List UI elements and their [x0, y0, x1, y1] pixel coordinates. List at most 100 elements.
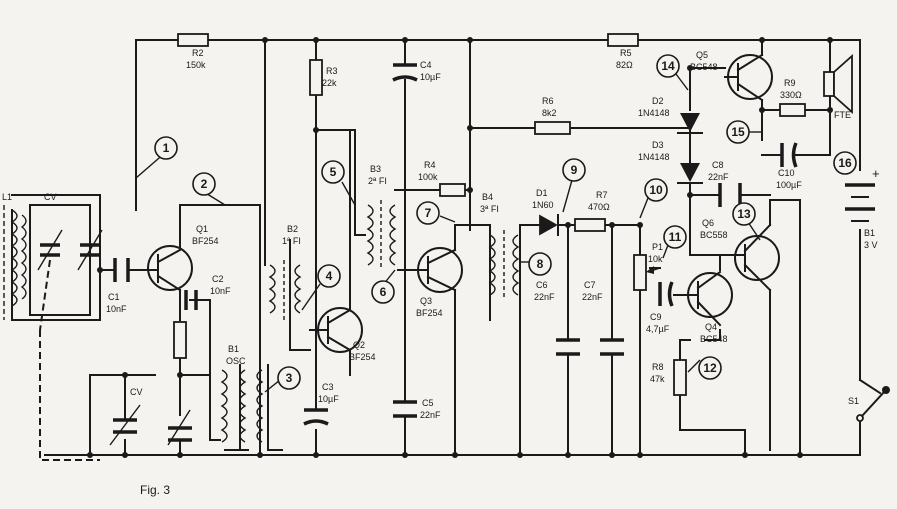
callout-7-label: 7 — [425, 206, 432, 220]
r9-resistor: R9 330Ω — [779, 78, 806, 117]
c9-capacitor: C9 4,7µF — [646, 281, 674, 334]
q1-ref: Q1 — [196, 224, 208, 234]
c5-capacitor: C5 22nF — [393, 398, 441, 420]
c7-ref: C7 — [584, 280, 596, 290]
c5-value: 22nF — [420, 410, 441, 420]
battery-icon: + B1 3 V — [845, 166, 880, 250]
r3-resistor: R3 22k — [309, 59, 338, 96]
callout-2 — [192, 172, 216, 196]
callout-6-label: 6 — [380, 285, 387, 299]
d3-diode: D3 1N4148 — [638, 140, 703, 184]
r8-value: 47k — [650, 374, 665, 384]
callouts: 1 2 3 4 5 6 7 8 9 10 11 12 — [135, 54, 857, 393]
c6-ref: C6 — [536, 280, 548, 290]
b1-value: OSC — [226, 356, 246, 366]
b3-value: 2ª FI — [368, 176, 387, 186]
l1-label: L1 — [2, 192, 12, 202]
callout-14 — [656, 54, 680, 78]
r7-ref: R7 — [596, 190, 608, 200]
c1-ref: C1 — [108, 292, 120, 302]
c3-ref: C3 — [322, 382, 334, 392]
callout-2-label: 2 — [201, 177, 208, 191]
r8-ref: R8 — [652, 362, 664, 372]
callout-14-label: 14 — [661, 59, 675, 73]
q6-ref: Q6 — [702, 218, 714, 228]
callout-9 — [562, 158, 586, 182]
q5-value: BC548 — [690, 62, 718, 72]
callout-9-label: 9 — [571, 163, 578, 177]
d1-value: 1N60 — [532, 200, 554, 210]
d2-value: 1N4148 — [638, 108, 670, 118]
battery-plus: + — [872, 166, 880, 181]
r9-value: 330Ω — [780, 90, 802, 100]
callout-12-label: 12 — [703, 361, 717, 375]
c4-capacitor: C4 10µF — [392, 60, 441, 82]
battery-value: 3 V — [864, 240, 878, 250]
d3-ref: D3 — [652, 140, 664, 150]
q6-value: BC558 — [700, 230, 728, 240]
callout-3-label: 3 — [286, 371, 293, 385]
q4-ref: Q4 — [705, 322, 717, 332]
q1-transistor: Q1 BF254 — [147, 224, 219, 292]
c3-value: 10µF — [318, 394, 339, 404]
callout-16-label: 16 — [838, 156, 852, 170]
r6-ref: R6 — [542, 96, 554, 106]
callout-7 — [416, 201, 440, 225]
d1-diode: D1 1N60 — [532, 188, 559, 236]
b4-value: 3ª FI — [480, 204, 499, 214]
p1-value: 10k — [648, 254, 663, 264]
callout-8-label: 8 — [537, 257, 544, 271]
c4-value: 10µF — [420, 72, 441, 82]
c8-ref: C8 — [712, 160, 724, 170]
r8-resistor: R8 47k — [650, 359, 687, 396]
b2-ref: B2 — [287, 224, 298, 234]
b2-value: 1ª FI — [282, 236, 301, 246]
q2-value: BF254 — [349, 352, 376, 362]
callout-3 — [277, 366, 301, 390]
r4-resistor: R4 100k — [418, 160, 466, 197]
b2-if-transformer: B2 1ª FI — [268, 224, 302, 320]
callout-1 — [154, 136, 178, 160]
callout-15 — [726, 120, 750, 144]
d2-diode: D2 1N4148 — [638, 96, 703, 151]
figure-caption: Fig. 3 — [140, 483, 170, 497]
q3-transistor: Q3 BF254 — [414, 247, 463, 318]
c9-ref: C9 — [650, 312, 662, 322]
callout-12 — [698, 356, 722, 380]
speaker-icon: FTE — [823, 53, 853, 120]
c7-value: 22nF — [582, 292, 603, 302]
c2-value: 10nF — [210, 286, 231, 296]
q4-transistor: Q4 BC548 — [687, 270, 733, 344]
c6-capacitor: C6 22nF — [534, 280, 580, 356]
b3-if-transformer: B3 2ª FI — [366, 164, 397, 270]
c8-capacitor: C8 22nF — [708, 160, 742, 207]
c6-value: 22nF — [534, 292, 555, 302]
c3-capacitor: C3 10µF — [303, 382, 339, 426]
r2-resistor: R2 150k — [177, 33, 209, 70]
callout-13 — [732, 202, 756, 226]
q1-value: BF254 — [192, 236, 219, 246]
callout-5 — [321, 160, 345, 184]
d1-ref: D1 — [536, 188, 548, 198]
c9-value: 4,7µF — [646, 324, 670, 334]
d2-ref: D2 — [652, 96, 664, 106]
p1-potentiometer: P1 10k — [633, 242, 663, 291]
callout-13-label: 13 — [737, 207, 751, 221]
wiring — [11, 39, 882, 461]
b1-osc-transformer: B1 OSC — [220, 344, 264, 443]
q1-emitter-resistor — [173, 321, 187, 359]
c1-value: 10nF — [106, 304, 127, 314]
c2-ref: C2 — [212, 274, 224, 284]
c1-capacitor: C1 10nF — [106, 258, 130, 314]
b1-ref: B1 — [228, 344, 239, 354]
cv-oscillator-capacitor: CV — [109, 387, 192, 446]
r2-ref: R2 — [192, 48, 204, 58]
fte-label: FTE — [834, 110, 851, 120]
cv-osc-label: CV — [130, 387, 143, 397]
callout-1-label: 1 — [163, 141, 170, 155]
c4-ref: C4 — [420, 60, 432, 70]
junctions — [87, 37, 833, 458]
q6-transistor: Q6 BC558 — [700, 218, 780, 292]
callout-4-label: 4 — [326, 269, 333, 283]
